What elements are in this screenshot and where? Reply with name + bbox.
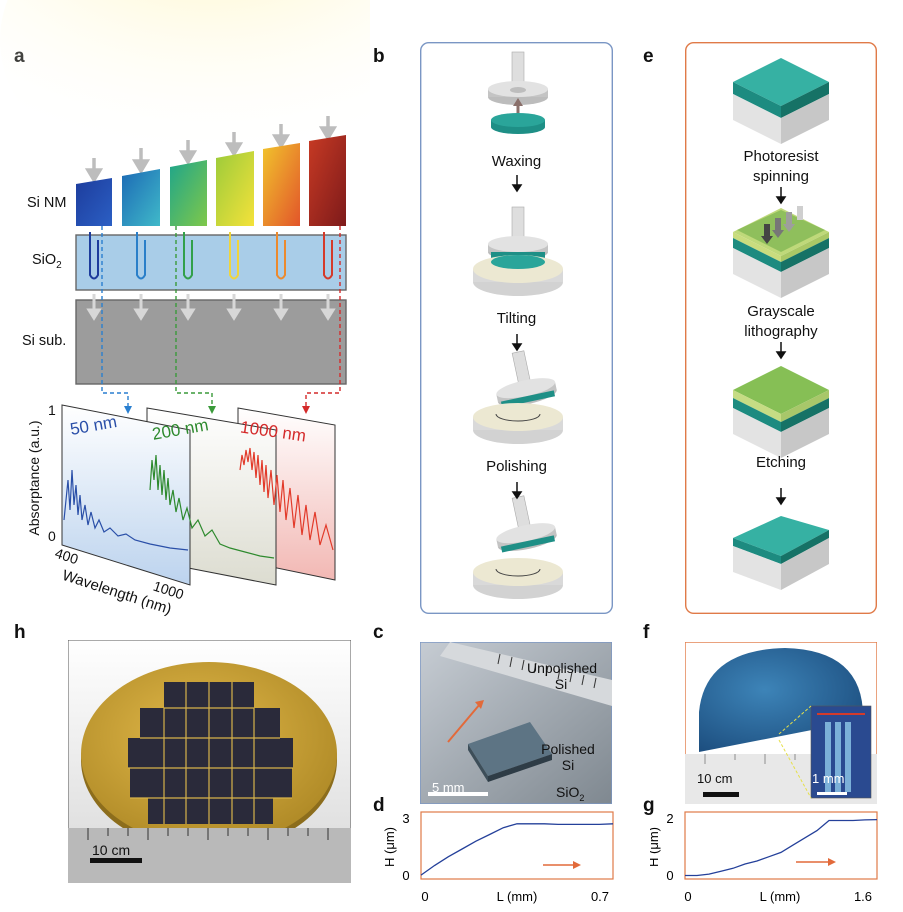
label-si-sub: Si sub. xyxy=(22,333,67,349)
chart-g-frame xyxy=(684,811,878,880)
chart-d-frame xyxy=(420,811,614,880)
panel-a-schematic xyxy=(0,0,370,586)
panel-label-h: h xyxy=(14,622,26,643)
step-photoresist-line2: spinning xyxy=(753,168,809,185)
panel-label-g: g xyxy=(643,795,655,816)
panel-label-b: b xyxy=(373,46,385,67)
chart-g: 2 0 0 1.6 L (mm) H (μm) xyxy=(650,811,878,904)
g-xlabel: L (mm) xyxy=(760,889,801,904)
scale-bar-f-main: 10 cm xyxy=(697,771,733,786)
d-ytick-bottom: 0 xyxy=(402,868,409,883)
panel-label-d: d xyxy=(373,795,385,816)
d-ylabel: H (μm) xyxy=(382,827,397,867)
panel-f-photo xyxy=(685,642,877,804)
step-grayscale-line1: Grayscale xyxy=(747,303,815,320)
step-grayscale-line2: lithography xyxy=(744,323,818,340)
chart-g-arrow xyxy=(796,858,836,866)
step-polishing: Polishing xyxy=(486,458,547,475)
chart-g-series-line xyxy=(685,818,878,877)
step-waxing: Waxing xyxy=(491,153,542,170)
panel-c-photo xyxy=(420,642,612,804)
g-ytick-top: 2 xyxy=(666,811,673,826)
panel-h-photo xyxy=(68,640,351,883)
panel-e-process xyxy=(685,42,877,614)
scale-bar-c: 5 mm xyxy=(432,780,465,795)
label-sio2: SiO2 xyxy=(32,252,62,271)
step-photoresist-line1: Photoresist xyxy=(743,148,819,165)
step-tilting: Tilting xyxy=(496,310,537,327)
panel-label-c: c xyxy=(373,622,384,643)
step-etching: Etching xyxy=(755,454,807,471)
d-xlabel: L (mm) xyxy=(497,889,538,904)
y-tick-1: 1 xyxy=(48,402,56,418)
d-xtick-left: 0 xyxy=(421,889,428,904)
scale-bar-h: 10 cm xyxy=(92,842,131,858)
g-ylabel: H (μm) xyxy=(650,827,661,867)
absorptance-axis-label: Absorptance (a.u.) xyxy=(26,420,42,536)
panel-label-f: f xyxy=(643,622,650,643)
panel-b-process xyxy=(420,42,613,614)
chart-d-series-line xyxy=(420,823,614,876)
scale-bar-f-inset: 1 mm xyxy=(812,771,845,786)
g-xtick-right: 1.6 xyxy=(854,889,872,904)
y-tick-0: 0 xyxy=(48,528,56,544)
d-xtick-right: 0.7 xyxy=(591,889,609,904)
label-c-sio2: SiO2 xyxy=(556,784,585,803)
chart-d-arrow xyxy=(543,861,581,869)
g-xtick-left: 0 xyxy=(684,889,691,904)
panel-label-e: e xyxy=(643,46,654,67)
label-si-nm: Si NM xyxy=(27,195,67,211)
chart-d: 3 0 0 0.7 L (mm) H (μm) xyxy=(382,811,614,904)
g-ytick-bottom: 0 xyxy=(666,868,673,883)
d-ytick-top: 3 xyxy=(402,811,409,826)
